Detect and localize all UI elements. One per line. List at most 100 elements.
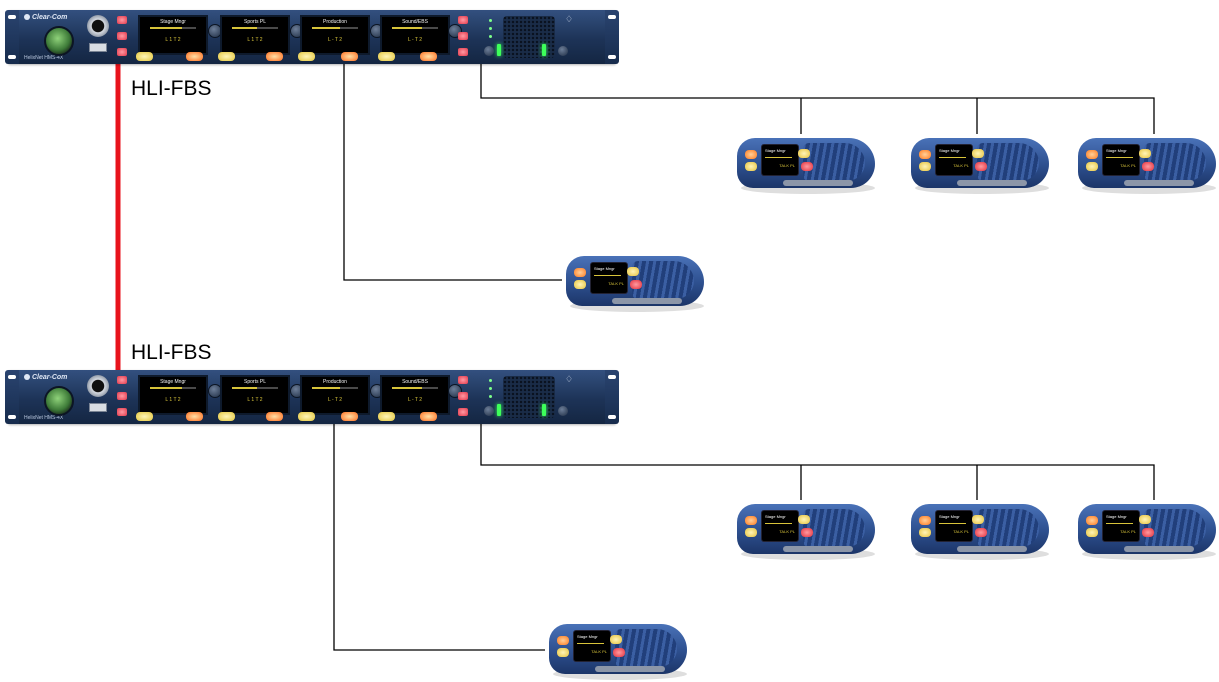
bottom-link-label: HLI-FBS bbox=[131, 341, 212, 364]
beltpack-channel-title: Stage Mngr bbox=[765, 148, 786, 153]
mic-knob[interactable] bbox=[484, 406, 494, 416]
channel-3-screen: Production L - T 2 bbox=[300, 375, 370, 415]
beltpack-call-button[interactable] bbox=[975, 528, 987, 537]
channel-2-talk-button[interactable] bbox=[218, 52, 235, 61]
channel-1-talk-button[interactable] bbox=[136, 412, 153, 421]
beltpack-call-button[interactable] bbox=[1142, 162, 1154, 171]
channel-4-talk-button[interactable] bbox=[378, 412, 395, 421]
beltpack-talk-button[interactable] bbox=[1086, 516, 1098, 525]
channel-2-call-button[interactable] bbox=[266, 412, 283, 421]
status-led-icon bbox=[489, 27, 492, 30]
channel-2-status: L 1 T 2 bbox=[247, 397, 263, 403]
beltpack-talk-button[interactable] bbox=[798, 515, 810, 524]
beltpack-call-button[interactable] bbox=[801, 162, 813, 171]
beltpack-talk-button[interactable] bbox=[627, 267, 639, 276]
beltpack-call-button[interactable] bbox=[1086, 162, 1098, 171]
beltpack-talk-button[interactable] bbox=[610, 635, 622, 644]
channel-3-talk-button[interactable] bbox=[298, 412, 315, 421]
belt-clip bbox=[1124, 180, 1194, 186]
mic-knob[interactable] bbox=[484, 46, 494, 56]
beltpack-call-button[interactable] bbox=[919, 528, 931, 537]
beltpack-call-button[interactable] bbox=[557, 648, 569, 657]
beltpack-call-button[interactable] bbox=[1142, 528, 1154, 537]
function-button[interactable] bbox=[458, 32, 468, 40]
speaker-knob[interactable] bbox=[558, 46, 568, 56]
headset-jack-icon[interactable] bbox=[87, 375, 109, 397]
menu-button[interactable] bbox=[117, 408, 127, 416]
channel-3-talk-button[interactable] bbox=[298, 52, 315, 61]
beltpack-talk-button[interactable] bbox=[1086, 150, 1098, 159]
beltpack-call-button[interactable] bbox=[975, 162, 987, 171]
beltpack-call-button[interactable] bbox=[574, 280, 586, 289]
beltpack-talk-button[interactable] bbox=[972, 515, 984, 524]
beltpack-call-button[interactable] bbox=[919, 162, 931, 171]
function-button[interactable] bbox=[458, 408, 468, 416]
menu-button[interactable] bbox=[117, 48, 127, 56]
base-station-bottom: Clear-Com HelixNet HMS-4X Stage Mngr L 1… bbox=[5, 370, 619, 424]
speaker-knob[interactable] bbox=[558, 406, 568, 416]
function-button[interactable] bbox=[458, 392, 468, 400]
helixnet-logo-icon: ♢ bbox=[565, 374, 574, 384]
speaker-indicator bbox=[542, 404, 546, 416]
belt-clip bbox=[1124, 546, 1194, 552]
beltpack-call-button[interactable] bbox=[745, 528, 757, 537]
speaker-indicator bbox=[542, 44, 546, 56]
channel-2-call-button[interactable] bbox=[266, 52, 283, 61]
beltpack-talk-button[interactable] bbox=[745, 150, 757, 159]
menu-button[interactable] bbox=[117, 32, 127, 40]
channel-4-call-button[interactable] bbox=[420, 412, 437, 421]
usb-port-icon[interactable] bbox=[89, 43, 107, 52]
beltpack-talk-button[interactable] bbox=[1139, 515, 1151, 524]
beltpack-call-button[interactable] bbox=[801, 528, 813, 537]
beltpack-channel-title: Stage Mngr bbox=[594, 266, 615, 271]
channel-1-screen: Stage Mngr L 1 T 2 bbox=[138, 15, 208, 55]
channel-3-call-button[interactable] bbox=[341, 52, 358, 61]
beltpack-call-button[interactable] bbox=[1086, 528, 1098, 537]
beltpack-talk-button[interactable] bbox=[1139, 149, 1151, 158]
beltpack-call-button[interactable] bbox=[613, 648, 625, 657]
function-button[interactable] bbox=[458, 376, 468, 384]
beltpack-status: TALK PL bbox=[779, 529, 795, 534]
menu-button[interactable] bbox=[117, 376, 127, 384]
top-link-label: HLI-FBS bbox=[131, 77, 212, 100]
rack-ear-left bbox=[5, 10, 19, 64]
channel-4-call-button[interactable] bbox=[420, 52, 437, 61]
wire-top-single bbox=[343, 64, 562, 281]
channel-1-call-button[interactable] bbox=[186, 52, 203, 61]
mic-indicator bbox=[497, 44, 501, 56]
channel-4-screen: Sound/EBS L - T 2 bbox=[380, 375, 450, 415]
beltpack-talk-button[interactable] bbox=[919, 150, 931, 159]
clear-com-logo-icon bbox=[24, 374, 30, 380]
xlr-connector-icon[interactable] bbox=[44, 386, 74, 416]
xlr-connector-icon[interactable] bbox=[44, 26, 74, 56]
function-button[interactable] bbox=[458, 16, 468, 24]
channel-3-call-button[interactable] bbox=[341, 412, 358, 421]
channel-2-talk-button[interactable] bbox=[218, 412, 235, 421]
beltpack-talk-button[interactable] bbox=[972, 149, 984, 158]
channel-1-talk-button[interactable] bbox=[136, 52, 153, 61]
channel-4-talk-button[interactable] bbox=[378, 52, 395, 61]
beltpack-call-button[interactable] bbox=[630, 280, 642, 289]
wire-bottom-single bbox=[333, 424, 545, 651]
level-meter bbox=[150, 27, 196, 29]
beltpack-talk-button[interactable] bbox=[557, 636, 569, 645]
headset-jack-icon[interactable] bbox=[87, 15, 109, 37]
channel-4-status: L - T 2 bbox=[407, 397, 423, 403]
usb-port-icon[interactable] bbox=[89, 403, 107, 412]
channel-1-call-button[interactable] bbox=[186, 412, 203, 421]
function-button[interactable] bbox=[458, 48, 468, 56]
beltpack-talk-button[interactable] bbox=[745, 516, 757, 525]
base-station-top: Clear-Com HelixNet HMS-4X Stage Mngr L 1… bbox=[5, 10, 619, 64]
beltpack-talk-button[interactable] bbox=[919, 516, 931, 525]
status-led-icon bbox=[489, 395, 492, 398]
model-label: HelixNet HMS-4X bbox=[24, 55, 64, 61]
beltpack-talk-button[interactable] bbox=[574, 268, 586, 277]
menu-button[interactable] bbox=[117, 392, 127, 400]
beltpack-talk-button[interactable] bbox=[798, 149, 810, 158]
menu-button[interactable] bbox=[117, 16, 127, 24]
beltpack-call-button[interactable] bbox=[745, 162, 757, 171]
